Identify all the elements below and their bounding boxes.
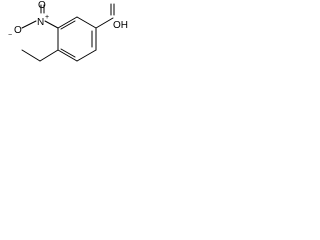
ethyl-group (21, 49, 59, 62)
benzene-ring (57, 16, 97, 62)
ethyl-bond (39, 49, 59, 62)
ring-bond (57, 49, 78, 62)
carboxylic-acid-group: OH (95, 3, 128, 31)
nitro-bond (44, 20, 59, 29)
ring-bond (76, 16, 97, 29)
nitro-bond (21, 20, 37, 29)
ring-double-bond (60, 48, 76, 58)
chemical-structure: O N + O − OH (8, 0, 128, 62)
nitro-nitrogen-charge: + (45, 14, 49, 21)
nitro-oxygen-top-label: O (38, 0, 46, 11)
acid-hydroxyl-label: OH (113, 20, 128, 31)
ring-double-bond (60, 20, 76, 30)
ring-bond (76, 49, 97, 62)
acid-bond (95, 17, 114, 29)
nitro-nitrogen-label: N (37, 17, 44, 28)
nitro-group: O N + O − (8, 0, 59, 39)
nitro-oxygen-left-label: O (14, 25, 22, 36)
nitro-oxygen-left-charge: − (8, 32, 12, 39)
ring-bond (57, 16, 78, 29)
ethyl-bond (21, 49, 41, 62)
